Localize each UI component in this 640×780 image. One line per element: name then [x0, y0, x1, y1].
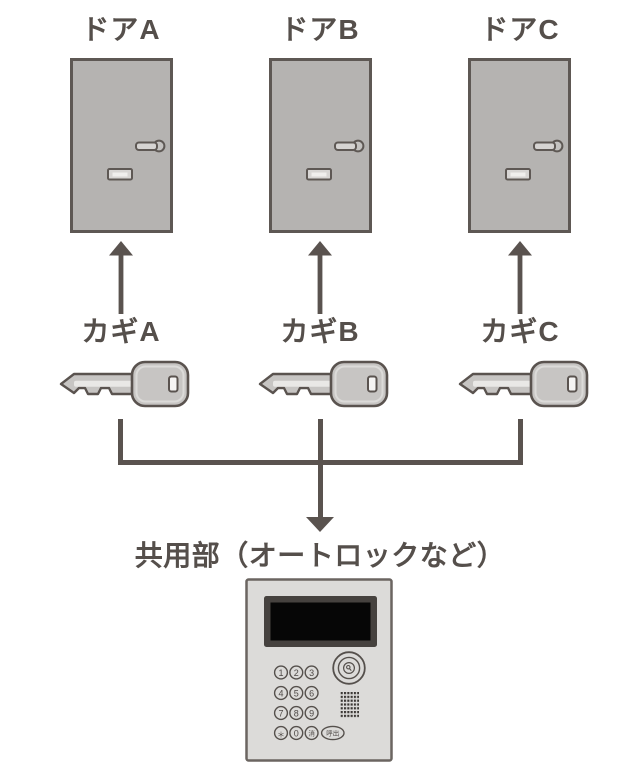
- shared-area-label: 共用部（オートロックなど）: [134, 540, 506, 571]
- key-cylinder-icon: [332, 651, 366, 685]
- door-c-label: ドアC: [480, 14, 560, 45]
- intercom-panel-icon: 1 2 3 4 5 6 7 8 9 ＊ 0 消 呼出: [245, 578, 393, 762]
- keypad-button-7: 7: [278, 708, 283, 718]
- keypad-button-2: 2: [294, 668, 299, 678]
- door-c-icon: [468, 58, 571, 233]
- door-lock-slot-inner: [112, 172, 128, 177]
- door-b-label: ドアB: [280, 14, 360, 45]
- door-a-label: ドアA: [81, 14, 161, 45]
- keypad-button-1: 1: [278, 668, 283, 678]
- key-b-icon: [258, 360, 389, 408]
- keypad-button-clear: 消: [308, 729, 315, 738]
- arrow-up-a-icon: [109, 241, 133, 314]
- keypad-button-8: 8: [294, 708, 299, 718]
- key-b-label: カギB: [280, 316, 360, 347]
- door-lock-slot-inner: [510, 172, 526, 177]
- keypad-button-3: 3: [309, 668, 314, 678]
- keypad-button-5: 5: [294, 688, 299, 698]
- speaker-grille-icon: [340, 692, 359, 719]
- keypad-button-4: 4: [278, 688, 283, 698]
- keypad-button-6: 6: [309, 688, 314, 698]
- keypad-button-9: 9: [309, 708, 314, 718]
- arrow-down-icon: [305, 517, 334, 532]
- keypad: [273, 665, 345, 741]
- key-c-icon: [458, 360, 589, 408]
- door-b-icon: [269, 58, 372, 233]
- display-screen: [270, 602, 371, 641]
- keypad-button-call: 呼出: [326, 728, 339, 737]
- door-handle-icon: [533, 141, 556, 151]
- door-a-icon: [70, 58, 173, 233]
- door-handle-icon: [334, 141, 357, 151]
- key-a-label: カギA: [81, 316, 161, 347]
- key-c-label: カギC: [480, 316, 560, 347]
- door-lock-slot-inner: [311, 172, 327, 177]
- key-a-icon: [59, 360, 190, 408]
- arrow-up-b-icon: [308, 241, 332, 314]
- door-handle-icon: [135, 141, 158, 151]
- connector-stub-c: [517, 419, 523, 465]
- connector-stub-a: [117, 419, 123, 465]
- keypad-button-star: ＊: [277, 731, 285, 740]
- keypad-button-0: 0: [294, 728, 299, 738]
- connector-stub-b-center: [317, 419, 323, 518]
- arrow-up-c-icon: [508, 241, 532, 314]
